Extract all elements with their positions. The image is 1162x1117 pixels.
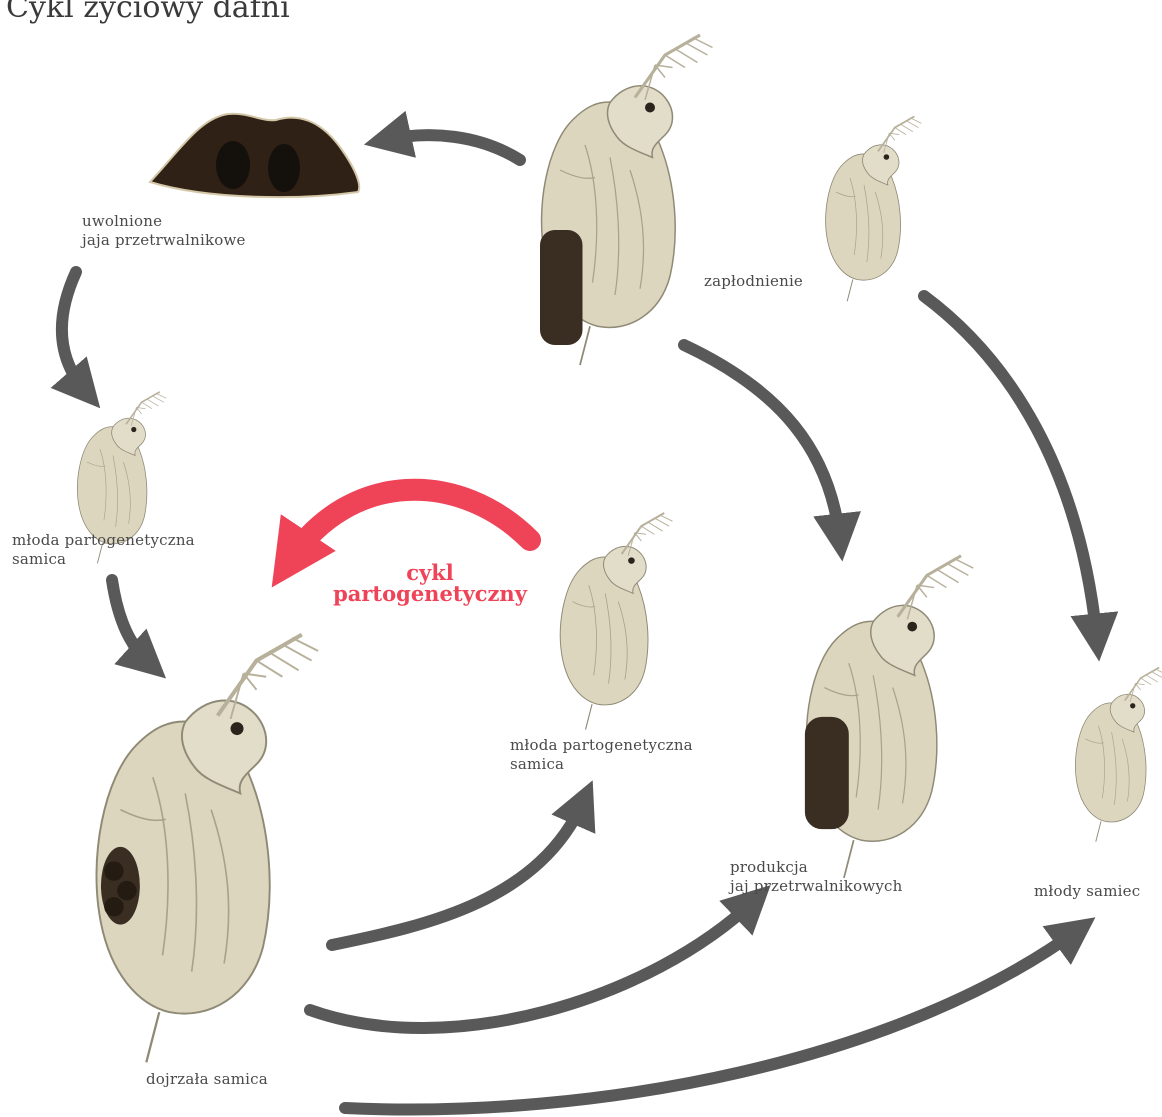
daphnia-producing-resting-eggs bbox=[805, 556, 973, 878]
daphnia-young-male-right bbox=[1075, 668, 1162, 842]
label-released-eggs: uwolnione jaja przetrwalnikowe bbox=[82, 212, 246, 250]
arrow-fertilization-to-production bbox=[684, 345, 840, 540]
daphnia-top-female bbox=[540, 35, 713, 365]
arrow-parthenogenetic-cycle bbox=[290, 490, 530, 560]
arrow-young-to-mature-female bbox=[112, 580, 150, 664]
label-young-female-left: młoda partogenetyczna samica bbox=[12, 531, 195, 569]
arrow-male-to-fertilization bbox=[924, 296, 1097, 640]
arrow-mature-to-young-male bbox=[345, 930, 1078, 1110]
ephippium-egg-case-icon bbox=[150, 114, 359, 197]
daphnia-mature-female bbox=[96, 635, 318, 1063]
daphnia-young-female-center bbox=[560, 513, 672, 729]
arrow-mature-to-young-female bbox=[332, 800, 584, 945]
daphnia-male-top bbox=[826, 116, 922, 301]
label-fertilization: zapłodnienie bbox=[704, 272, 803, 291]
label-young-male: młody samiec bbox=[1034, 882, 1140, 901]
arrow-mature-to-production bbox=[310, 900, 755, 1028]
label-parthenogenetic-cycle: cykl partogenetyczny bbox=[300, 562, 560, 604]
arrow-eggs-to-young-female bbox=[62, 272, 86, 392]
label-resting-egg-production: produkcja jaj przetrwalnikowych bbox=[730, 858, 903, 896]
label-young-female-center: młoda partogenetyczna samica bbox=[510, 736, 693, 774]
label-mature-female: dojrzała samica bbox=[146, 1070, 268, 1089]
arrow-to-released-eggs bbox=[385, 135, 520, 160]
